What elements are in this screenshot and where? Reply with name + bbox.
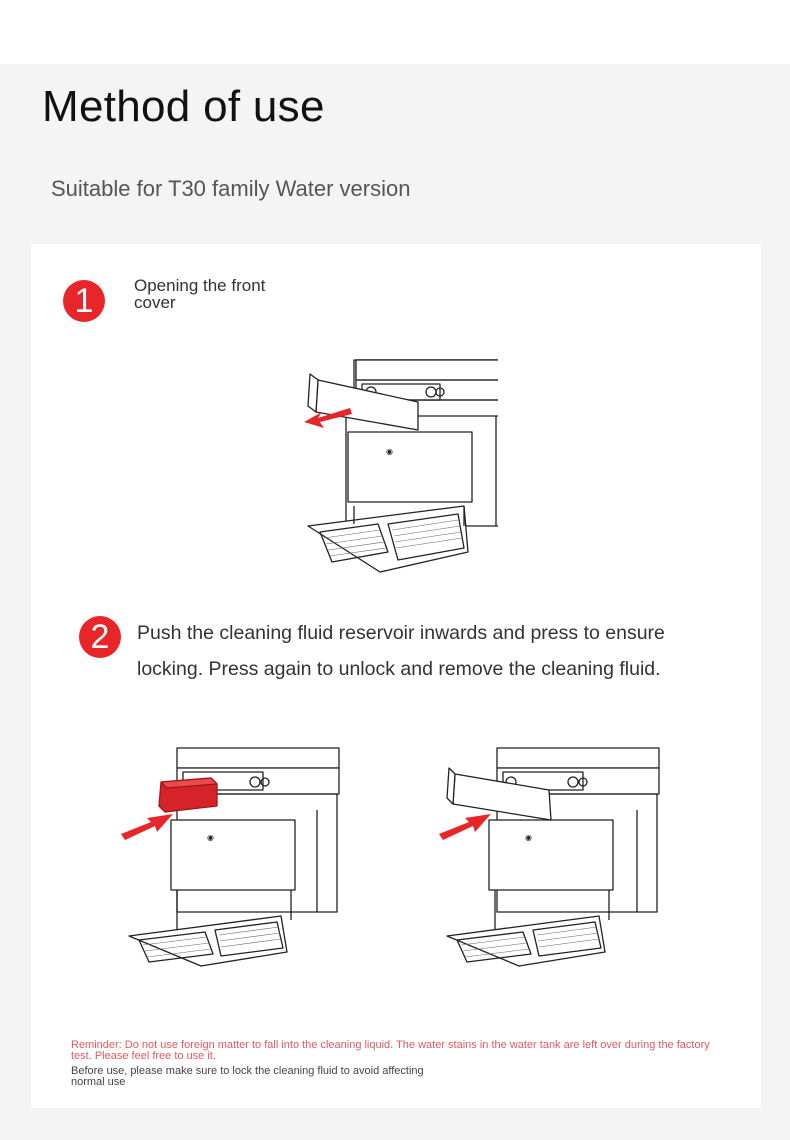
svg-text:◉: ◉ xyxy=(525,833,532,842)
lock-note-text: Before use, please make sure to lock the… xyxy=(71,1065,424,1088)
page-subtitle: Suitable for T30 family Water version xyxy=(51,176,411,201)
station-front-cover-open-illustration: ◉ xyxy=(304,359,498,573)
step-2-text: Push the cleaning fluid reservoir inward… xyxy=(137,622,665,680)
step-2-badge: 2 xyxy=(79,616,121,658)
svg-text:◉: ◉ xyxy=(207,833,214,842)
step-1-badge: 1 xyxy=(63,280,105,322)
station-reservoir-insert-illustration: ◉ xyxy=(121,747,340,967)
instructions-card: 1 Opening the front cover ◉ xyxy=(31,244,761,1108)
top-band xyxy=(0,0,790,64)
step-1-text: Opening the front cover xyxy=(134,276,266,312)
station-reservoir-locked-illustration: ◉ xyxy=(439,747,660,967)
svg-text:◉: ◉ xyxy=(386,447,393,456)
reminder-text: Reminder: Do not use foreign matter to f… xyxy=(71,1039,710,1062)
page-title: Method of use xyxy=(42,82,325,131)
